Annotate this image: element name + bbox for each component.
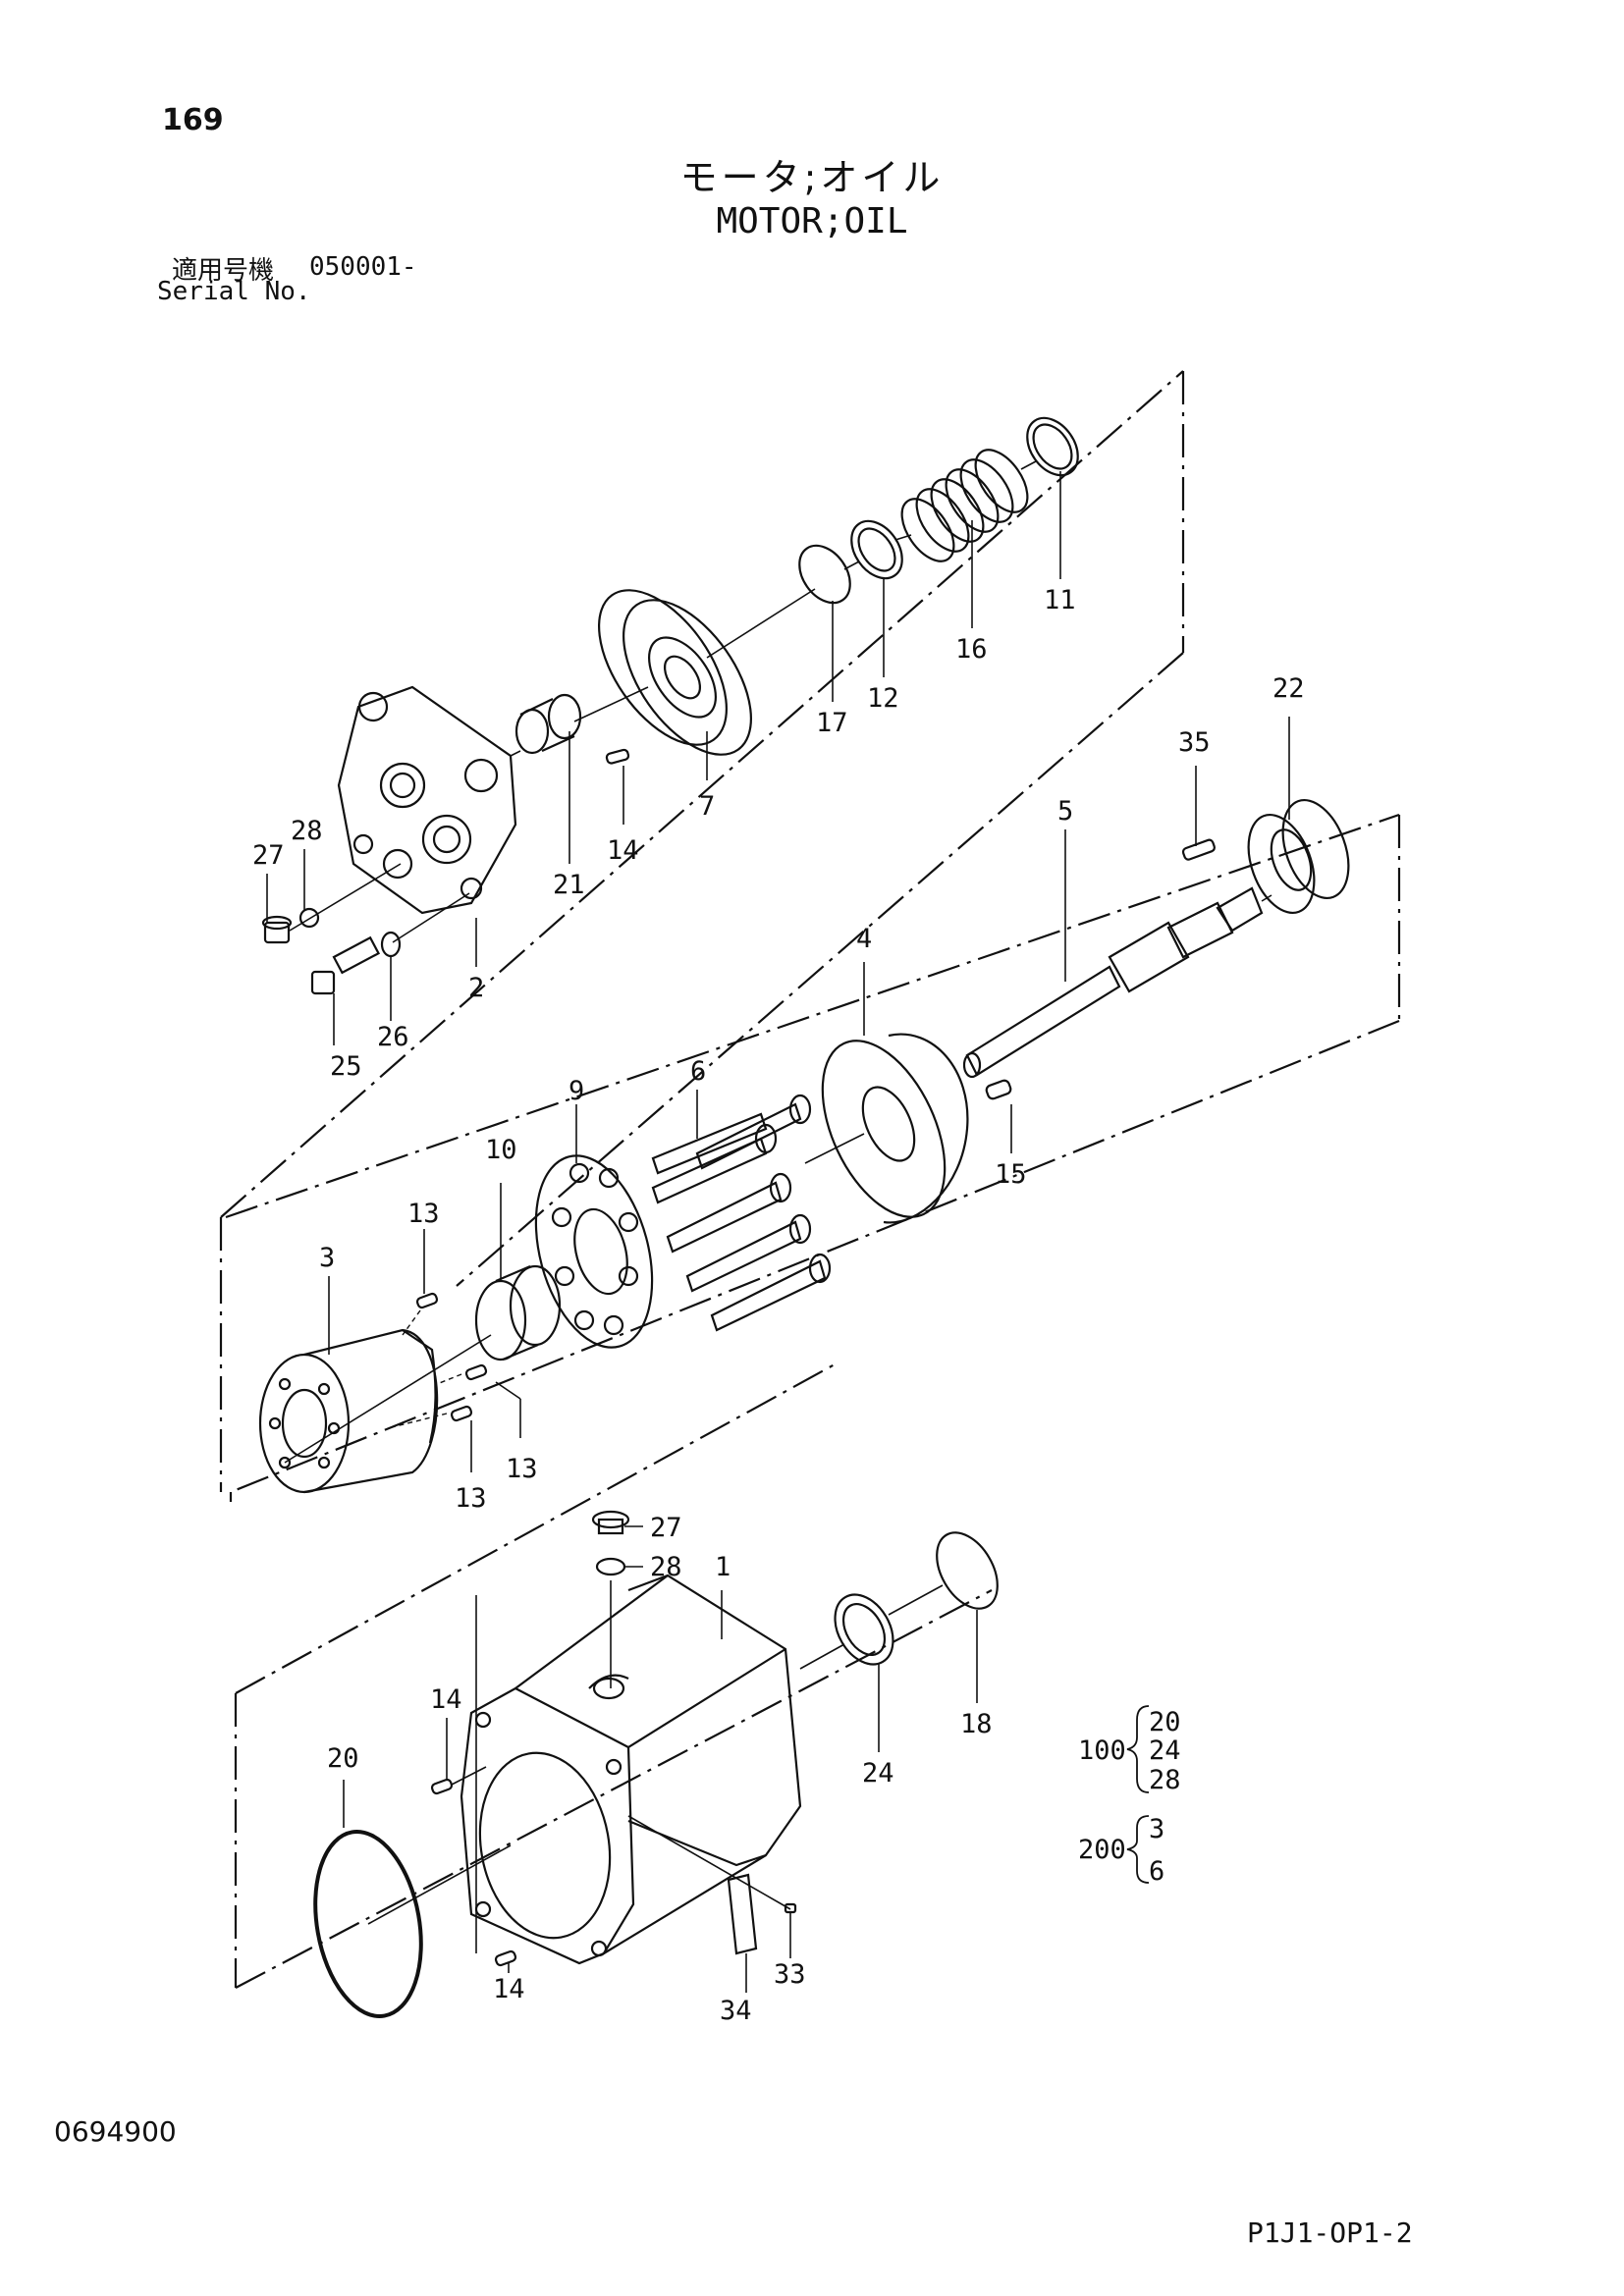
page-title-jp: モータ;オイル [679,156,945,199]
serial-value: 050001- [309,252,417,282]
pin-14-lower-bottom [494,1949,517,1967]
valve-plate-7 [598,589,752,756]
pistons-6 [651,1094,832,1332]
plug-27-bottom [591,1510,630,1535]
callout-35: 35 [1178,727,1211,758]
kit-200-item-1: 3 [1149,1814,1164,1844]
callout-34: 34 [720,1996,752,2026]
callout-15: 15 [995,1159,1027,1190]
pin-13-upper [415,1292,439,1309]
pin-14-upper-bottom [430,1778,454,1795]
kit-200-item-2: 6 [1149,1856,1164,1887]
kit-100-item-3: 28 [1149,1765,1181,1795]
roller-bearing-22 [1247,798,1350,915]
pin-15 [985,1079,1012,1100]
ring-12 [850,519,903,580]
motor-housing-1 [460,1574,802,1965]
serial-label-jp: 適用号機 [172,256,275,286]
callout-13-right: 13 [506,1454,538,1484]
leader-lines [266,471,1290,1993]
kit-200-id: 200 [1078,1835,1126,1865]
group-outline-top [219,370,1185,1492]
callout-13-upper: 13 [407,1199,440,1229]
group-outline-bottom [234,1363,993,1989]
swash-plate-4 [821,1033,969,1224]
callout-28-top: 28 [291,816,323,846]
key-35 [1181,838,1217,861]
callout-28-bottom: 28 [650,1552,682,1582]
callout-11: 11 [1044,585,1076,615]
callout-9: 9 [568,1076,584,1106]
callout-1: 1 [715,1552,731,1582]
spherical-bushing-10 [474,1264,562,1362]
callout-5: 5 [1057,796,1073,827]
spring-16 [900,449,1029,562]
callout-27-bottom: 27 [650,1513,682,1543]
kit-100-id: 100 [1078,1735,1126,1766]
pin-13-middle [464,1363,488,1381]
callout-20: 20 [327,1743,359,1774]
callout-16: 16 [955,634,988,665]
bolt-25 [310,935,381,995]
needle-bearing-21 [514,693,582,755]
ring-24 [834,1593,894,1666]
serial-label-en: Serial No. [157,277,311,306]
retainer-plate-9 [534,1154,654,1349]
o-ring-28-bottom [595,1557,626,1576]
group-outline-middle [225,813,1401,1502]
nameplate-34 [727,1873,758,1955]
shaft-5 [962,886,1264,1079]
callout-25: 25 [330,1051,362,1082]
callout-12: 12 [867,683,899,714]
callout-3: 3 [319,1243,335,1273]
plug-27-top [261,915,293,944]
kit-100: 100 20 24 28 [1078,1705,1181,1795]
washer-26 [380,931,402,958]
snap-ring-18 [936,1531,999,1610]
callout-14-upper-bottom: 14 [430,1684,462,1715]
kit-100-item-1: 20 [1149,1707,1181,1737]
port-cover [337,685,517,915]
pin-13-lower [450,1405,473,1422]
callout-4: 4 [856,924,872,954]
page-title-en: MOTOR;OIL [716,201,908,241]
ring-11 [1026,416,1079,477]
callout-26: 26 [377,1022,409,1052]
o-ring-28-top [298,907,320,929]
callout-10: 10 [485,1135,517,1165]
callout-22: 22 [1272,673,1305,704]
page-number: 169 [162,103,224,137]
callout-2: 2 [468,973,484,1003]
snap-ring-17 [798,544,851,605]
o-ring-20 [313,1830,423,2018]
drawing-code: P1J1-OP1-2 [1247,2216,1413,2249]
document-code: 0694900 [54,2115,177,2148]
callout-14-lower-bottom: 14 [493,1974,525,2004]
callout-14-top: 14 [607,835,639,866]
pin-14-top [605,748,630,765]
cylinder-block-3 [258,1328,439,1494]
callout-33: 33 [774,1959,806,1990]
screw-33 [784,1902,797,1914]
callout-13-lower: 13 [455,1483,487,1514]
callout-18: 18 [960,1709,993,1739]
callout-27-top: 27 [252,840,285,871]
callout-21: 21 [553,870,585,900]
callout-17: 17 [816,708,848,738]
kit-100-item-2: 24 [1149,1735,1181,1766]
kit-200: 200 3 6 [1078,1814,1164,1887]
callout-24: 24 [862,1758,894,1789]
callout-6: 6 [690,1056,706,1087]
callout-7: 7 [699,791,715,822]
